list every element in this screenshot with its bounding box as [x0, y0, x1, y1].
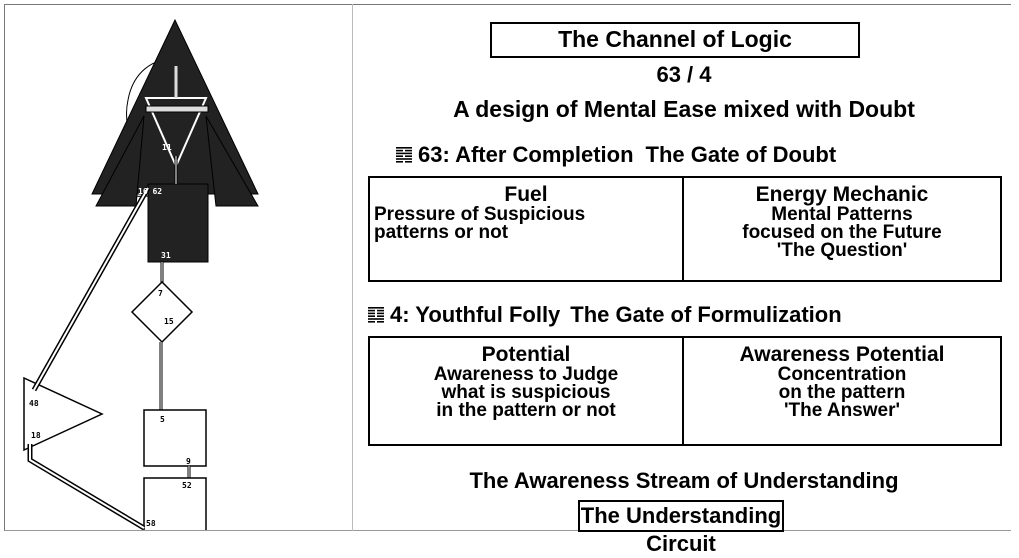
gate-label-spleen-2: 18: [31, 431, 41, 440]
bodygraph-panel: 11 16 62 31 7 15 48 18 5 9 52 58: [6, 6, 352, 537]
gate-63-right-heading: Energy Mechanic: [755, 183, 929, 206]
gate-4-name: 4: Youthful Folly: [390, 302, 561, 327]
channel-design: A design of Mental Ease mixed with Doubt: [453, 96, 915, 122]
gate-4-potential-cell: Potential Awareness to Judge what is sus…: [370, 338, 684, 444]
throat-center: [147, 183, 209, 263]
spleen-center: [23, 376, 104, 452]
gate-63-left-heading: Fuel: [504, 183, 548, 206]
channel-18-58: [27, 444, 146, 531]
channel-ratio: 63 / 4: [656, 62, 712, 87]
gate-label-throat: 16 62: [138, 187, 162, 196]
gate-label-sacral: 5: [160, 415, 165, 424]
gate-4-left-line: what is suspicious: [441, 382, 611, 403]
gate-label-root-bottom: 58: [146, 519, 156, 528]
gate-63-right-line: Mental Patterns: [771, 204, 913, 225]
gate-63-right-line: 'The Question': [776, 240, 908, 261]
gate-4-heading: 4: Youthful Folly The Gate of Formulizat…: [368, 302, 842, 328]
gate-label-g: 7: [158, 289, 163, 298]
gate-63-table: Fuel Pressure of Suspicious patterns or …: [368, 176, 1002, 282]
gate-4-right-line: 'The Answer': [783, 400, 901, 421]
gate-4-gate-name: The Gate of Formulization: [570, 302, 842, 327]
gate-4-right-line: Concentration: [777, 364, 907, 385]
gate-4-table: Potential Awareness to Judge what is sus…: [368, 336, 1002, 446]
channel-title: The Channel of Logic: [490, 22, 860, 58]
gate-4-left-line: in the pattern or not: [436, 400, 616, 421]
gate-63-name: 63: After Completion: [418, 142, 634, 167]
page-frame: [4, 4, 1011, 531]
head-wing-shape: [95, 115, 145, 207]
gate-label-root-top: 52: [182, 481, 192, 490]
gate-label-ajna: 11: [162, 143, 172, 152]
bodygraph-diagram: 11 16 62 31 7 15 48 18 5 9 52 58: [23, 18, 259, 537]
gate-63-fuel-cell: Fuel Pressure of Suspicious patterns or …: [370, 178, 684, 280]
gate-4-left-heading: Potential: [481, 343, 571, 366]
gate-63-right-line: focused on the Future: [742, 222, 942, 243]
channel-info-panel: The Channel of Logic 63 / 4 A design of …: [354, 6, 1014, 556]
gate-63-energy-cell: Energy Mechanic Mental Patterns focused …: [684, 178, 1000, 280]
gate-63-left-line: Pressure of Suspicious: [374, 204, 586, 225]
gate-label-sacral-bottom: 9: [186, 457, 191, 466]
head-bar: [145, 105, 209, 113]
sacral-center: [143, 409, 207, 467]
gate-4-right-line: on the pattern: [778, 382, 906, 403]
panel-divider: [352, 4, 353, 531]
hexagram-icon: [396, 147, 412, 163]
gate-4-left-line: Awareness to Judge: [433, 364, 619, 385]
gate-label-spleen: 48: [29, 399, 39, 408]
gate-4-awareness-cell: Awareness Potential Concentration on the…: [684, 338, 1000, 444]
awareness-stream: The Awareness Stream of Understanding: [469, 468, 899, 493]
hexagram-icon: [368, 307, 384, 323]
circuit-title: The Understanding Circuit: [578, 500, 784, 556]
head-wing-shape-right: [205, 115, 259, 207]
gate-63-gate-name: The Gate of Doubt: [645, 142, 837, 167]
gate-63-left-line: patterns or not: [374, 222, 509, 243]
gate-label-g-2: 15: [164, 317, 174, 326]
gate-4-right-heading: Awareness Potential: [739, 343, 945, 366]
gate-label-throat-bottom: 31: [161, 251, 171, 260]
gate-63-heading: 63: After Completion The Gate of Doubt: [396, 142, 836, 168]
